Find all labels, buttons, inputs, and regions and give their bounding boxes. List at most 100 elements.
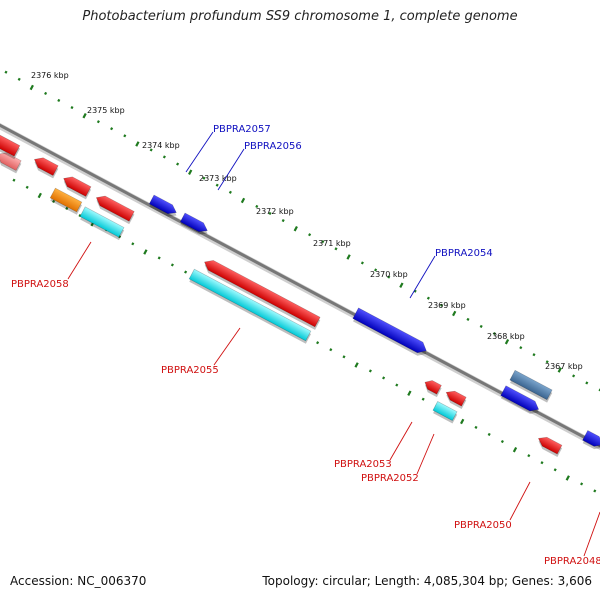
map-title: Photobacterium profundum SS9 chromosome … xyxy=(82,9,518,24)
kbp-tick-label: 2369 kbp xyxy=(428,301,466,310)
gene-feature-orange xyxy=(49,187,83,215)
gene-feature-red-1 xyxy=(33,157,59,179)
gene-feature-pbpra2050 xyxy=(537,436,563,457)
gene-features xyxy=(0,132,600,457)
outer-tick-mark xyxy=(466,317,470,321)
outer-tick-mark xyxy=(162,155,166,159)
label-connector-line xyxy=(416,433,435,475)
gene-label-pbpra2054: PBPRA2054 xyxy=(435,248,493,259)
outer-tick-mark xyxy=(572,374,576,378)
gene-feature-pbpra2056 xyxy=(179,212,208,235)
outer-tick-mark xyxy=(29,84,34,91)
outer-tick-mark xyxy=(440,303,444,307)
gene-label-pbpra2053: PBPRA2053 xyxy=(334,459,392,470)
outer-tick-mark xyxy=(96,120,100,124)
inner-tick-mark xyxy=(37,192,42,199)
outer-tick-mark xyxy=(4,70,8,74)
inner-tick-mark xyxy=(527,454,531,458)
outer-tick-mark xyxy=(135,141,140,147)
outer-tick-mark xyxy=(479,324,483,329)
kbp-tick-label: 2372 kbp xyxy=(256,207,294,216)
inner-tick-mark xyxy=(329,348,333,352)
outer-tick-mark xyxy=(110,127,114,131)
label-connector-line xyxy=(509,481,531,521)
outer-tick-mark xyxy=(346,254,351,260)
gene-label-pbpra2055: PBPRA2055 xyxy=(161,365,219,376)
inner-tick-mark xyxy=(500,439,504,444)
outer-tick-mark xyxy=(255,204,259,208)
inner-tick-mark xyxy=(382,376,386,380)
outer-tick-mark xyxy=(44,91,48,95)
outer-tick-mark xyxy=(308,233,312,237)
inner-tick-mark xyxy=(316,341,320,345)
outer-tick-mark xyxy=(281,218,285,223)
gene-label-pbpra2057: PBPRA2057 xyxy=(213,124,271,135)
label-connector-line xyxy=(583,511,600,557)
inner-tick-mark xyxy=(65,206,69,211)
gene-feature-cyan-2 xyxy=(188,268,312,344)
inner-tick-mark xyxy=(487,432,491,437)
inner-tick-mark xyxy=(131,242,135,246)
inner-tick-mark xyxy=(368,369,372,373)
outer-tick-mark xyxy=(82,113,87,119)
outer-tick-mark xyxy=(57,98,61,103)
gene-feature-pbpra2052 xyxy=(445,390,467,410)
outer-tick-mark xyxy=(70,105,74,110)
inner-tick-mark xyxy=(407,390,412,396)
outer-tick-mark xyxy=(240,197,246,204)
gene-feature-pbpra2058 xyxy=(95,195,135,225)
inner-tick-mark xyxy=(565,475,570,481)
inner-tick-mark xyxy=(25,185,29,189)
gene-feature-steel xyxy=(509,369,553,403)
label-connector-line xyxy=(217,148,245,191)
gene-feature-pbpra2053 xyxy=(424,380,442,398)
gene-feature-pbpra2055 xyxy=(204,260,321,330)
outer-tick-mark xyxy=(149,148,153,152)
inner-tick-mark xyxy=(12,178,16,182)
gene-label-pbpra2056: PBPRA2056 xyxy=(244,141,302,152)
genome-summary-text: Topology: circular; Length: 4,085,304 bp… xyxy=(262,574,592,588)
kbp-tick-label: 2370 kbp xyxy=(370,270,408,279)
gene-label-pbpra2052: PBPRA2052 xyxy=(361,473,419,484)
inner-tick-mark xyxy=(421,397,425,401)
inner-tick-mark xyxy=(553,468,557,472)
inner-tick-mark xyxy=(512,447,518,453)
label-connector-line xyxy=(67,241,92,280)
gene-label-pbpra2050: PBPRA2050 xyxy=(454,520,512,531)
outer-tick-mark xyxy=(176,162,180,166)
label-connectors xyxy=(67,131,600,557)
outer-tick-mark xyxy=(334,247,338,251)
label-connector-line xyxy=(409,255,436,299)
inner-tick-mark xyxy=(52,199,56,203)
kbp-tick-label: 2368 kbp xyxy=(487,332,525,341)
outer-tick-mark xyxy=(545,360,549,364)
gene-feature-cyan-3 xyxy=(432,401,458,424)
kbp-tick-label: 2371 kbp xyxy=(313,239,351,248)
outer-tick-mark xyxy=(360,261,364,265)
gene-feature-red-edge xyxy=(0,132,21,160)
inner-tick-mark xyxy=(157,256,161,260)
label-connector-line xyxy=(185,131,214,173)
kbp-tick-label: 2367 kbp xyxy=(545,362,583,371)
kbp-tick-label: 2376 kbp xyxy=(31,71,69,80)
outer-tick-mark xyxy=(374,268,378,272)
outer-tick-mark xyxy=(123,134,127,138)
outer-tick-mark xyxy=(492,331,496,336)
outer-tick-mark xyxy=(399,282,404,288)
outer-tick-mark xyxy=(293,226,298,232)
outer-tick-mark xyxy=(504,339,510,345)
gene-feature-blue-4 xyxy=(500,385,540,414)
gene-label-pbpra2058: PBPRA2058 xyxy=(11,279,69,290)
label-connector-line xyxy=(213,327,241,366)
inner-tick-mark xyxy=(395,383,399,387)
kbp-tick-label: 2373 kbp xyxy=(199,174,237,183)
outer-tick-mark xyxy=(585,381,589,385)
outer-tick-mark xyxy=(268,211,272,216)
outer-tick-mark xyxy=(557,367,562,373)
inner-tick-mark xyxy=(460,418,465,425)
gene-feature-blue-5 xyxy=(582,430,600,450)
outer-tick-mark xyxy=(452,310,457,317)
gene-feature-cyan-1 xyxy=(79,206,125,241)
